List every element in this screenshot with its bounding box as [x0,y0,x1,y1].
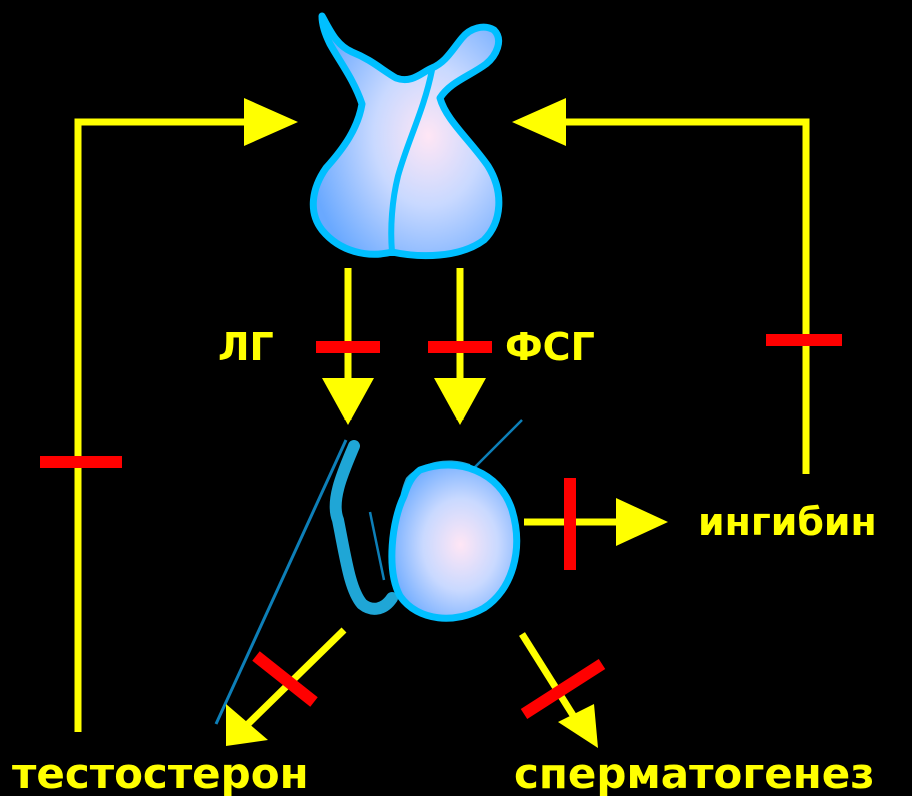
label-fsh: ФСГ [505,325,595,369]
testis-icon [216,420,522,724]
testosterone-arrow [226,630,344,746]
inhibit-bar-testosterone [256,656,314,702]
testosterone-feedback-line [78,98,298,732]
label-lh: ЛГ [218,325,274,369]
label-testosterone: тестостерон [12,749,309,796]
label-spermatogenesis: сперматогенез [514,749,875,796]
inhibin-arrow [524,498,668,546]
label-inhibin: ингибин [698,500,877,544]
pituitary-gland-icon [313,16,499,256]
inhibin-feedback-line [512,98,806,474]
